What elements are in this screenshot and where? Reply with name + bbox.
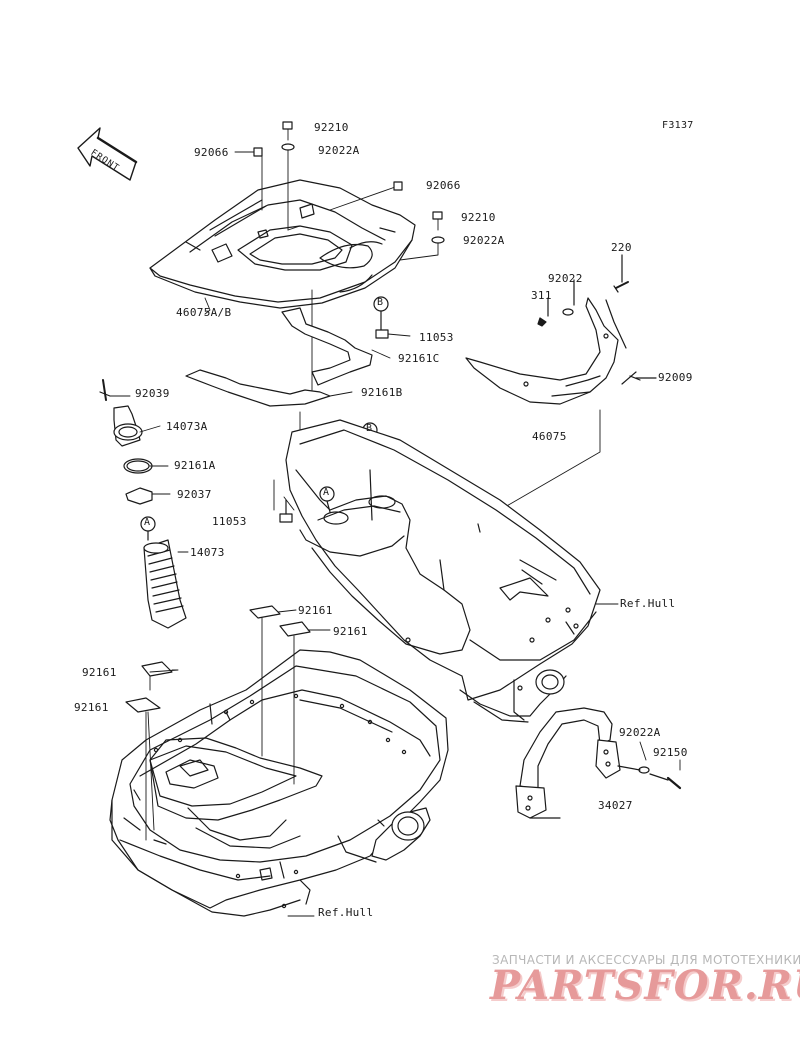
- diagram-code: F3137: [662, 120, 694, 131]
- part-92161-d: 92161: [74, 701, 109, 714]
- clip-11053-left: [279, 499, 293, 523]
- part-11053-right: 11053: [419, 331, 454, 344]
- fasteners-right: [537, 254, 657, 385]
- front-arrow-icon: [77, 127, 138, 181]
- callout-b-lower-label: B: [366, 423, 373, 434]
- hull-lower: [109, 649, 449, 917]
- gasket-92161c: [281, 307, 373, 386]
- watermark-logo: PARTSFOR.RU: [490, 962, 800, 1009]
- leader-lines-ref: [287, 603, 681, 917]
- part-311: 311: [531, 289, 552, 302]
- callout-a-upper-label: A: [323, 487, 330, 498]
- part-92161-c: 92161: [82, 666, 117, 679]
- part-92066-right: 92066: [426, 179, 461, 192]
- ref-hull-upper: Ref.Hull: [620, 597, 676, 610]
- part-92210-top: 92210: [314, 121, 349, 134]
- pads-92161: [125, 605, 311, 713]
- part-46075ab: 46075A/B: [176, 306, 232, 319]
- part-14073a: 14073A: [166, 420, 208, 433]
- hull-deck-upper: [285, 419, 601, 723]
- leader-lines-left: [109, 395, 189, 553]
- callout-lines: [329, 333, 411, 397]
- ref-hull-lower: Ref.Hull: [318, 906, 374, 919]
- filler-assembly: [99, 379, 187, 629]
- storage-cover-46075ab: [149, 179, 416, 309]
- part-92022a-mid: 92022A: [463, 234, 505, 247]
- watermark-subtitle: ЗАПЧАСТИ И АКСЕССУАРЫ ДЛЯ МОТОТЕХНИКИ: [492, 953, 800, 967]
- part-92150: 92150: [653, 746, 688, 759]
- part-92009: 92009: [658, 371, 693, 384]
- part-92161-b: 92161: [333, 625, 368, 638]
- part-92161c: 92161C: [398, 352, 440, 365]
- part-92161a: 92161A: [174, 459, 216, 472]
- leader-lines-pads: [145, 609, 331, 841]
- part-11053-left: 11053: [212, 515, 247, 528]
- part-92022a-bottom: 92022A: [619, 726, 661, 739]
- part-92161-a: 92161: [298, 604, 333, 617]
- part-34027: 34027: [598, 799, 633, 812]
- part-14073: 14073: [190, 546, 225, 559]
- callout-a-upper: [319, 486, 335, 513]
- part-92066-left: 92066: [194, 146, 229, 159]
- callout-a-lower-label: A: [144, 517, 151, 528]
- part-92161b: 92161B: [361, 386, 403, 399]
- callout-b-upper-label: B: [377, 297, 384, 308]
- part-92022a-top: 92022A: [318, 144, 360, 157]
- part-220: 220: [611, 241, 632, 254]
- callout-b-upper: [373, 296, 389, 339]
- part-92039: 92039: [135, 387, 170, 400]
- side-cover-46075: [465, 297, 627, 405]
- fasteners-top: [253, 121, 445, 244]
- gasket-92161b: [185, 369, 331, 407]
- part-92037: 92037: [177, 488, 212, 501]
- part-92022: 92022: [548, 272, 583, 285]
- part-92210-mid: 92210: [461, 211, 496, 224]
- grab-handle-34027: [515, 707, 682, 819]
- part-46075: 46075: [532, 430, 567, 443]
